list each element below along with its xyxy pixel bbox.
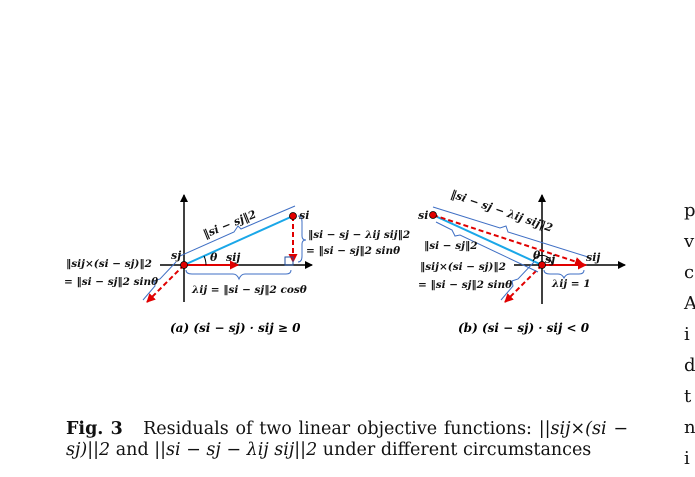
right-column-fragment-0: p bbox=[684, 200, 695, 221]
panel-a-brace-top bbox=[179, 205, 296, 257]
panel-a-si-label: si bbox=[299, 209, 309, 222]
panel-b-residual bbox=[432, 214, 584, 266]
panel-b-left-line2: = ‖si − sj‖2 sinθ bbox=[418, 279, 512, 291]
panel-b-sij-label: sij bbox=[586, 251, 600, 264]
panel-a-cross-residual bbox=[146, 264, 185, 303]
caption-expr-2: ||si − sj − λij sij||2 bbox=[154, 440, 318, 460]
panel-b-si-label: si bbox=[418, 209, 428, 222]
panel-a-vector-si-sj bbox=[183, 215, 294, 266]
caption-text-2: under different circumstances bbox=[322, 440, 592, 460]
panel-b: ‖si − sj − λij sij‖2 si ‖si − sj‖2 θ sj … bbox=[418, 188, 626, 335]
panel-a-theta-label: θ bbox=[210, 251, 218, 264]
panel-b-label: (b) (si − sj) · sij < 0 bbox=[458, 321, 590, 335]
panel-b-vector-si-sj bbox=[432, 214, 543, 266]
panel-b-brace-top bbox=[432, 206, 589, 258]
panel-a-brace-right bbox=[297, 215, 307, 263]
panel-a-brace-bottom bbox=[185, 269, 292, 281]
panel-a: ‖si − sj‖2 si sj θ sij ‖si − sj − λij si… bbox=[64, 194, 410, 335]
caption-fig-label: Fig. 3 bbox=[66, 419, 123, 439]
panel-a-perp-line2: = ‖si − sj‖2 sinθ bbox=[306, 245, 400, 257]
right-column-fragment-4: i bbox=[684, 324, 690, 345]
panel-a-left-line2: = ‖si − sj‖2 sinθ bbox=[64, 276, 158, 288]
panel-a-perp-line1: ‖si − sj − λij sij‖2 bbox=[308, 229, 410, 241]
caption-text-1: Residuals of two linear objective functi… bbox=[143, 419, 532, 439]
right-column-fragment-6: t bbox=[684, 386, 692, 407]
right-column-fragment-1: v bbox=[684, 231, 695, 252]
panel-b-point-sj bbox=[538, 261, 546, 269]
right-column-fragment-7: n bbox=[684, 417, 695, 438]
panel-a-brace-left bbox=[142, 261, 177, 301]
panel-a-theta-arc bbox=[203, 255, 207, 266]
panel-a-point-si bbox=[289, 212, 297, 220]
panel-b-brace-left bbox=[500, 261, 535, 301]
panel-a-point-sj bbox=[180, 261, 188, 269]
right-column-fragment-5: d bbox=[684, 355, 695, 376]
panel-a-sj-label: sj bbox=[171, 249, 181, 262]
right-column-fragment-2: c bbox=[684, 262, 695, 283]
panel-a-right-angle bbox=[284, 256, 294, 266]
panel-a-lambda-line: λij = ‖si − sj‖2 cosθ bbox=[191, 284, 307, 296]
caption-and: and bbox=[115, 440, 149, 460]
figure-caption: Fig. 3 Residuals of two linear objective… bbox=[66, 419, 628, 461]
panel-b-norm-mid: ‖si − sj‖2 bbox=[424, 240, 478, 252]
panel-b-point-si bbox=[429, 211, 437, 219]
panel-b-theta-label: θ bbox=[533, 249, 541, 262]
panel-b-brace-bottom bbox=[543, 269, 585, 280]
panel-a-label: (a) (si − sj) · sij ≥ 0 bbox=[170, 321, 301, 335]
panel-b-theta-arc bbox=[532, 254, 553, 266]
panel-b-brace-mid bbox=[435, 221, 539, 273]
panel-a-sij-label: sij bbox=[226, 251, 240, 264]
panel-a-left-line1: ‖sij×(si − sj)‖2 bbox=[66, 258, 152, 270]
panel-b-left-line1: ‖sij×(si − sj)‖2 bbox=[420, 261, 506, 273]
caption-expr-1: ||sij×(si − sj)||2 bbox=[66, 419, 628, 460]
right-column-fragment-3: A bbox=[684, 293, 695, 314]
panel-b-sj-label: sj bbox=[545, 253, 555, 266]
panel-b-lambda-line: λij = 1 bbox=[551, 278, 591, 290]
right-column-fragment-8: i bbox=[684, 448, 690, 469]
